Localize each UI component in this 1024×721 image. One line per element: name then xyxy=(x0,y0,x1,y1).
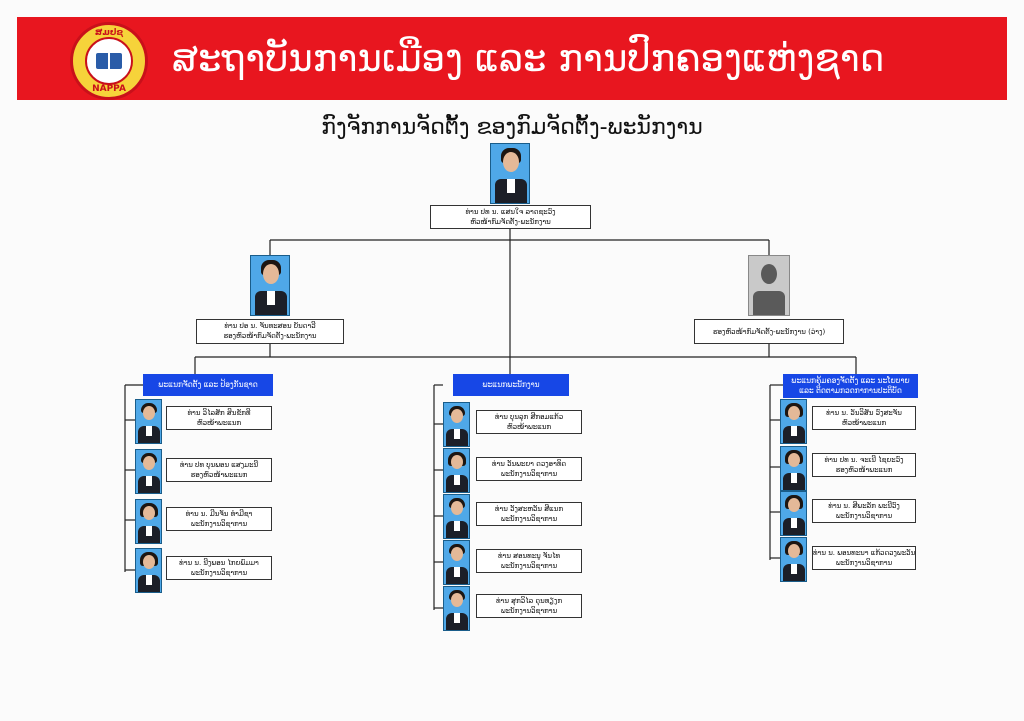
member-box: ທ່ານ ວັງສະຫວັນ ສີແນກ ພະນັກງານວິຊາການ xyxy=(476,502,582,526)
member-name: ທ່ານ ສຸກວິໄລ ດຸນທຽງກ xyxy=(495,597,563,605)
deputy-name: ທ່ານ ປອ ນ. ຈັນທະສອນ ບັນດາວີ xyxy=(224,322,316,330)
member-role: ຫົວໜ້າພະແນກ xyxy=(506,423,552,431)
member-name: ທ່ານ ນ. ສີພະລັກ ພະນີວົງ xyxy=(828,502,900,510)
member-role: ພະນັກງານວິຊາການ xyxy=(500,607,558,615)
member-role: ຫົວໜ້າພະແນກ xyxy=(196,419,242,427)
member-role: ພະນັກງານວິຊາການ xyxy=(835,559,893,567)
member-name: ທ່ານ ສອນທະນູ ຈັນໄທ xyxy=(497,552,561,560)
director-box: ທ່ານ ປທ ນ. ແສນໃຈ ລາດຊະວົງ ຫົວໜ້າກົມຈັດຕັ… xyxy=(430,205,591,229)
deputy-box: ທ່ານ ປອ ນ. ຈັນທະສອນ ບັນດາວີ ຮອງຫົວໜ້າກົມ… xyxy=(196,319,344,344)
director-photo xyxy=(490,143,530,204)
member-role: ພະນັກງານວິຊາການ xyxy=(190,569,248,577)
member-role: ພະນັກງານວິຊາການ xyxy=(190,520,248,528)
director-name: ທ່ານ ປທ ນ. ແສນໃຈ ລາດຊະວົງ xyxy=(465,208,556,216)
member-photo xyxy=(443,448,470,493)
member-box: ທ່ານ ນ. ນີງພອນ ໄກຍພົມມາ ພະນັກງານວິຊາການ xyxy=(166,556,272,580)
member-role: ພະນັກງານວິຊາການ xyxy=(835,512,893,520)
member-photo xyxy=(780,446,807,491)
member-name: ທ່ານ ນ. ມີນຈັນ ທຳມີຊາ xyxy=(185,510,253,518)
vacant-deputy-box: ຮອງຫົວໜ້າກົມຈັດຕັ້ງ-ພະນັກງານ (ວ່າງ) xyxy=(694,319,844,344)
dept-header-organization: ພະແນກຈັດຕັ້ງ ແລະ ປ້ອງກັນຊາດ xyxy=(143,374,273,396)
member-role: ຫົວໜ້າພະແນກ xyxy=(841,419,887,427)
institute-title: ສະຖາບັນການເມືອງ ແລະ ການປົກຄອງແຫ່ງຊາດ xyxy=(172,37,885,80)
member-box: ທ່ານ ວັນພະຍາ ດວງອາທິດ ພະນັກງານວິຊາການ xyxy=(476,457,582,481)
header-banner xyxy=(17,17,1007,100)
member-box: ທ່ານ ນ. ວັນວິສັນ ວົງສະຈັນ ຫົວໜ້າພະແນກ xyxy=(812,406,916,430)
member-photo xyxy=(443,586,470,631)
chart-subtitle: ກົງຈັກການຈັດຕັ້ງ ຂອງກົມຈັດຕັ້ງ-ພະນັກງານ xyxy=(321,115,703,140)
member-role: ພະນັກງານວິຊາການ xyxy=(500,562,558,570)
member-box: ທ່ານ ວິໄລສັກ ສິນຂັກທີ ຫົວໜ້າພະແນກ xyxy=(166,406,272,430)
member-box: ທ່ານ ປທ ນ. ຈະເນີ ໄຊຍະວົງ ຮອງຫົວໜ້າພະແນກ xyxy=(812,453,916,477)
member-name: ທ່ານ ປທ ບຸນພອນ ແສງມະນີ xyxy=(179,461,259,469)
member-photo xyxy=(135,548,162,593)
member-box: ທ່ານ ສອນທະນູ ຈັນໄທ ພະນັກງານວິຊາການ xyxy=(476,549,582,573)
logo-bottom-text: NAPPA xyxy=(92,84,126,94)
book-icon xyxy=(96,53,122,69)
logo-top-text: ສມປຊ xyxy=(94,28,124,38)
deputy-role: ຮອງຫົວໜ້າກົມຈັດຕັ້ງ-ພະນັກງານ xyxy=(223,332,317,340)
dept-header-policy: ພະແນກຄຸ້ມຄອງຈັດຕັ້ງ ແລະ ນະໂຍບາຍ ແລະ ຕິດຕ… xyxy=(783,374,918,398)
dept-header-personnel: ພະແນກພະນັກງານ xyxy=(453,374,569,396)
member-name: ທ່ານ ນ. ພອນທະນາ ແກ້ວດວງພະວັນ xyxy=(813,549,916,557)
member-role: ຮອງຫົວໜ້າພະແນກ xyxy=(835,466,893,474)
deputy-photo xyxy=(250,255,290,316)
director-role: ຫົວໜ້າກົມຈັດຕັ້ງ-ພະນັກງານ xyxy=(470,218,551,226)
member-name: ທ່ານ ວັງສະຫວັນ ສີແນກ xyxy=(494,505,564,513)
member-photo xyxy=(780,537,807,582)
member-role: ພະນັກງານວິຊາການ xyxy=(500,470,558,478)
member-photo xyxy=(135,449,162,494)
member-photo xyxy=(443,402,470,447)
member-box: ທ່ານ ນ. ສີພະລັກ ພະນີວົງ ພະນັກງານວິຊາການ xyxy=(812,499,916,523)
member-name: ທ່ານ ວັນພະຍາ ດວງອາທິດ xyxy=(491,460,567,468)
member-name: ທ່ານ ນ. ນີງພອນ ໄກຍພົມມາ xyxy=(179,559,259,567)
member-name: ທ່ານ ບຸນລຸກ ສີກອມແກ້ວ xyxy=(494,413,564,421)
vacant-deputy-role: ຮອງຫົວໜ້າກົມຈັດຕັ້ງ-ພະນັກງານ (ວ່າງ) xyxy=(712,328,826,336)
nappa-logo: ສມປຊ NAPPA xyxy=(70,22,148,100)
member-photo xyxy=(135,399,162,444)
member-photo xyxy=(780,399,807,444)
member-box: ທ່ານ ນ. ມີນຈັນ ທຳມີຊາ ພະນັກງານວິຊາການ xyxy=(166,507,272,531)
member-photo xyxy=(443,540,470,585)
member-box: ທ່ານ ປທ ບຸນພອນ ແສງມະນີ ຮອງຫົວໜ້າພະແນກ xyxy=(166,458,272,482)
member-name: ທ່ານ ນ. ວັນວິສັນ ວົງສະຈັນ xyxy=(826,409,902,417)
vacant-photo-placeholder xyxy=(748,255,790,316)
member-photo xyxy=(780,491,807,536)
member-role: ພະນັກງານວິຊາການ xyxy=(500,515,558,523)
member-box: ທ່ານ ບຸນລຸກ ສີກອມແກ້ວ ຫົວໜ້າພະແນກ xyxy=(476,410,582,434)
member-box: ທ່ານ ນ. ພອນທະນາ ແກ້ວດວງພະວັນ ພະນັກງານວິຊ… xyxy=(812,546,916,570)
member-name: ທ່ານ ປທ ນ. ຈະເນີ ໄຊຍະວົງ xyxy=(824,456,904,464)
member-photo xyxy=(443,494,470,539)
member-photo xyxy=(135,499,162,544)
member-box: ທ່ານ ສຸກວິໄລ ດຸນທຽງກ ພະນັກງານວິຊາການ xyxy=(476,594,582,618)
member-name: ທ່ານ ວິໄລສັກ ສິນຂັກທີ xyxy=(187,409,251,417)
member-role: ຮອງຫົວໜ້າພະແນກ xyxy=(190,471,248,479)
